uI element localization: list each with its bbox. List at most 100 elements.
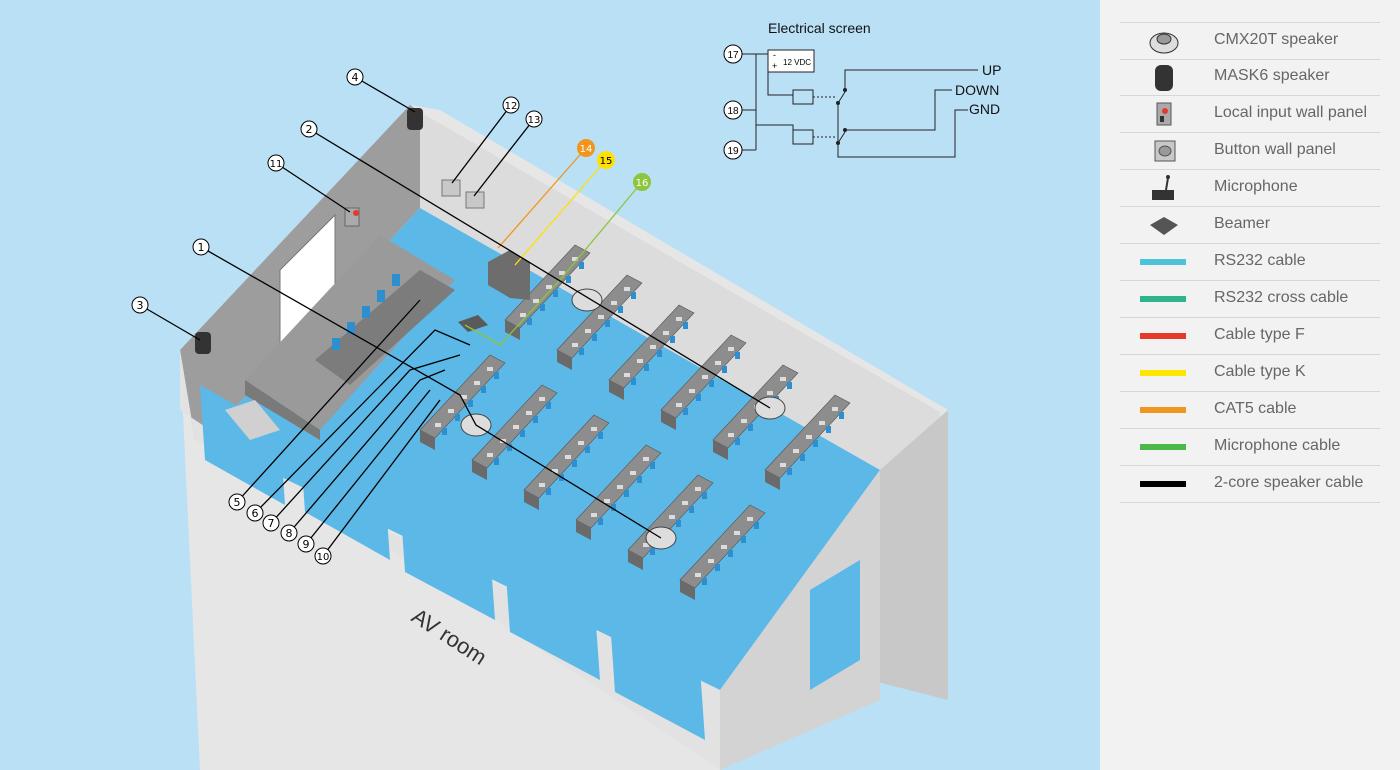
chair: [546, 488, 551, 495]
chair: [579, 348, 584, 355]
svg-text:8: 8: [286, 527, 293, 540]
microphone-cable: [464, 181, 643, 346]
legend-item-rs232-cable: RS232 cable: [1120, 244, 1380, 281]
mic-line-9: [305, 389, 431, 545]
table-microphone: [780, 463, 786, 467]
svg-text:13: 13: [528, 115, 541, 126]
classroom-table: [764, 394, 851, 490]
table-microphone: [793, 449, 799, 453]
button-wall-panel-2: [465, 191, 485, 209]
chair: [494, 372, 499, 379]
panel-cable-11: [275, 162, 351, 213]
speaker-cable-1: [200, 246, 662, 539]
svg-text:9: 9: [303, 538, 310, 551]
chair: [709, 380, 714, 387]
chair: [735, 438, 740, 445]
plus-label: +: [772, 61, 777, 71]
chair: [657, 350, 662, 357]
chair: [553, 290, 558, 297]
chair: [598, 518, 603, 525]
diagram-canvas: 1 2 3 4 5 6 7 8 9 10 11 12 13 14 15 16 A…: [131, 20, 1002, 770]
chair: [624, 490, 629, 497]
chair: [579, 262, 584, 269]
table-microphone: [572, 343, 578, 347]
table-microphone: [702, 375, 708, 379]
chair: [800, 454, 805, 461]
table-microphone: [780, 377, 786, 381]
table-microphone: [448, 409, 454, 413]
chair: [392, 274, 400, 286]
chair: [839, 412, 844, 419]
table-microphone: [715, 361, 721, 365]
table-microphone: [695, 487, 701, 491]
callout-10: 10: [314, 547, 332, 565]
cmx20t-speaker: [571, 288, 603, 312]
table-microphone: [526, 411, 532, 415]
table-microphone: [461, 395, 467, 399]
callout-14: 14: [577, 139, 595, 157]
table-microphone: [695, 573, 701, 577]
chair: [540, 304, 545, 311]
callout-markers: 1 2 3 4 5 6 7 8 9 10 11 12 13 14 15 16: [131, 68, 651, 565]
speaker-cable-3: [139, 304, 201, 341]
classroom-table: [419, 354, 506, 450]
output-gnd: GND: [969, 101, 1000, 117]
table-microphone: [650, 345, 656, 349]
legend-item-rs232-cross-cable: RS232 cross cable: [1120, 281, 1380, 318]
legend-item-microphone-cable: Microphone cable: [1120, 429, 1380, 466]
input-panel-led: [353, 210, 359, 216]
cat5-cable-swatch: [1140, 407, 1186, 413]
table-microphone: [487, 453, 493, 457]
av-room-diagram: 1 2 3 4 5 6 7 8 9 10 11 12 13 14 15 16 A…: [131, 20, 1001, 770]
chair: [585, 446, 590, 453]
table-microphone: [643, 543, 649, 547]
chair: [650, 462, 655, 469]
table-microphone: [682, 501, 688, 505]
callout-12: 12: [502, 96, 520, 114]
speaker-cable-2: [308, 128, 771, 409]
chair: [683, 408, 688, 415]
table-microphone: [559, 271, 565, 275]
callout-9: 9: [297, 535, 315, 553]
table-microphone: [624, 287, 630, 291]
table-microphone: [591, 427, 597, 431]
legend-item-cable-type-k: Cable type K: [1120, 355, 1380, 392]
chair: [637, 476, 642, 483]
callout-8: 8: [280, 524, 298, 542]
ceiling-speaker-icon: [1149, 32, 1179, 54]
svg-text:10: 10: [317, 552, 330, 563]
chair: [722, 366, 727, 373]
svg-text:12: 12: [505, 101, 518, 112]
window-5: [610, 620, 705, 740]
svg-text:4: 4: [352, 71, 359, 84]
callout-17: 17: [727, 50, 739, 61]
table-microphone: [591, 513, 597, 517]
legend-label: Cable type K: [1214, 363, 1306, 380]
side-opening: [810, 560, 860, 690]
microphone-cable-swatch: [1140, 444, 1186, 450]
legend-panel: CMX20T speaker MASK6 speaker Local input…: [1100, 0, 1400, 770]
legend-label: MASK6 speaker: [1214, 67, 1330, 84]
legend-label: CMX20T speaker: [1214, 31, 1339, 48]
chair: [696, 394, 701, 401]
front-right-wall: [720, 470, 880, 770]
svg-text:15: 15: [600, 156, 613, 167]
chair: [377, 290, 385, 302]
power-supply-box: [767, 49, 815, 73]
table-microphone: [546, 285, 552, 289]
electrical-screen-schematic: Electrical screen - + 12 VDC UP DOWN: [723, 20, 1001, 160]
cat5-cable: [497, 147, 587, 249]
mic-line-6: [254, 329, 471, 514]
chair: [813, 440, 818, 447]
table-microphone: [435, 423, 441, 427]
equipment-rack: [488, 250, 530, 300]
legend-label: Cable type F: [1214, 326, 1305, 343]
chair: [787, 468, 792, 475]
table-microphone: [832, 407, 838, 411]
electrical-screen-title: Electrical screen: [768, 20, 871, 36]
speaker-cable-swatch: [1140, 481, 1186, 487]
legend-label: Local input wall panel: [1214, 104, 1367, 121]
presenter-desk: [315, 270, 455, 385]
table-microphone: [643, 457, 649, 461]
mic-line-5: [236, 299, 421, 503]
